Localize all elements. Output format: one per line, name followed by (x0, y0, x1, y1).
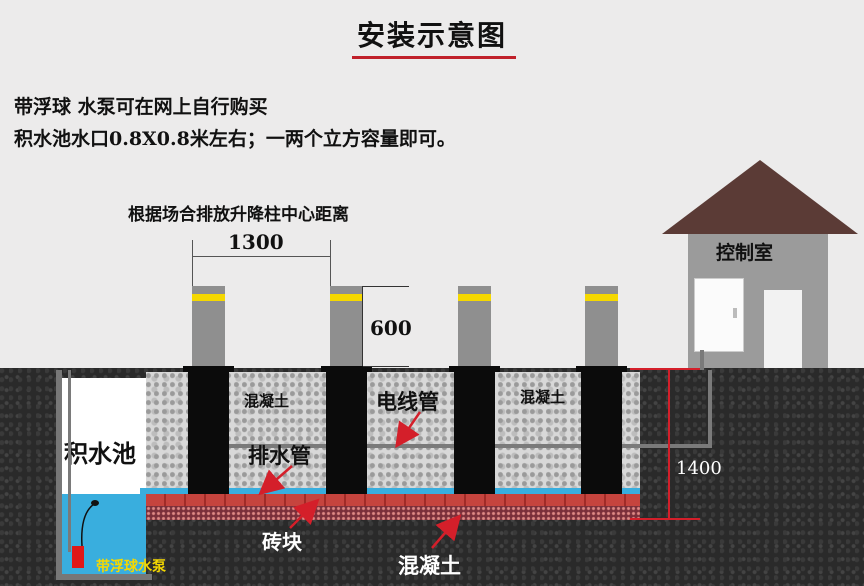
depth-dimension-line (668, 368, 670, 520)
concrete-base-label: 混凝土 (398, 553, 461, 578)
bollard-3-flange (449, 366, 500, 372)
conduit-arrow (395, 411, 422, 449)
depth-value: 1400 (676, 458, 722, 479)
depth-extension-top (630, 368, 700, 370)
bollard-3-housing (454, 372, 495, 494)
depth-extension-bottom (630, 518, 700, 520)
bollard-1-housing (188, 372, 229, 494)
drain-pipe (140, 488, 640, 494)
bollard-4-housing (581, 372, 622, 494)
sump-pit-label: 积水池 (64, 439, 136, 468)
spacing-extension-left (192, 240, 193, 290)
pit-wall-bottom (56, 574, 152, 580)
pit-wall-left (56, 370, 62, 580)
sump-pit (62, 378, 146, 494)
control-room-door (764, 290, 802, 368)
spacing-value: 1300 (228, 230, 284, 254)
pump-outlet-pipe (68, 370, 71, 552)
brick-arrow (289, 498, 320, 529)
drain-pipe-arrow (258, 465, 293, 496)
concrete-label-right: 混凝土 (520, 388, 566, 406)
bollard-1-flange (183, 366, 234, 372)
note-pit-size: 积水池水口0.8X0.8米左右；一两个立方容量即可。 (14, 128, 456, 150)
conduit-riser (708, 370, 712, 448)
float-cable (81, 503, 95, 547)
concrete-base-arrow (431, 514, 462, 549)
height-dimension-line (362, 286, 363, 366)
spacing-dimension-line (192, 256, 331, 257)
spacing-extension-right (330, 240, 331, 290)
bollard-2-housing (326, 372, 367, 494)
drain-pipe-label: 排水管 (248, 443, 311, 468)
note-pump: 带浮球 水泵可在网上自行购买 (14, 96, 268, 118)
spacing-caption: 根据场合排放升降柱中心距离 (128, 205, 349, 225)
conduit-label: 电线管 (376, 389, 439, 414)
control-room-roof (662, 160, 858, 234)
bollard-2-stripe (330, 294, 363, 301)
title-underline (352, 56, 516, 59)
pump-label: 带浮球水泵 (96, 559, 166, 575)
bollard-3-stripe (458, 294, 491, 301)
cabinet-handle (733, 308, 737, 318)
height-value: 600 (370, 316, 412, 340)
bollard-2-flange (321, 366, 372, 372)
bollard-4-stripe (585, 294, 618, 301)
float-pump (72, 546, 84, 568)
page-title: 安装示意图 (356, 19, 507, 52)
height-extension-bottom (363, 366, 409, 367)
float-ball (91, 500, 99, 506)
conduit-to-cabinet (700, 350, 704, 370)
control-room-label: 控制室 (716, 242, 774, 264)
brick-label: 砖块 (262, 530, 302, 554)
bollard-1-stripe (192, 294, 225, 301)
concrete-label-left: 混凝土 (244, 392, 290, 410)
height-extension-top (363, 286, 409, 287)
concrete-base-layer (146, 506, 640, 520)
bollard-4-flange (576, 366, 627, 372)
brick-layer (146, 494, 640, 506)
